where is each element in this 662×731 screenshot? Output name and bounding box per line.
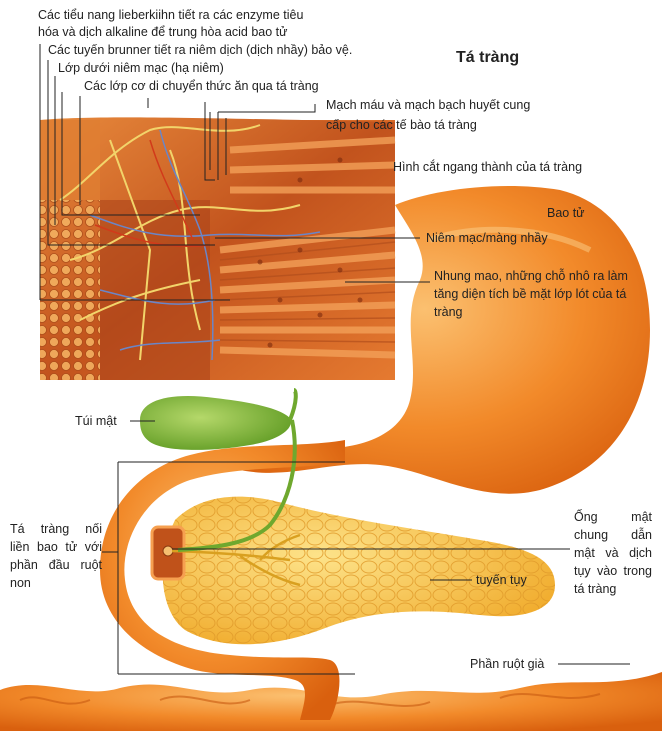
label-villi-line3: tràng bbox=[434, 305, 463, 319]
label-crypts-line1: Các tiểu nang lieberkiihn tiết ra các en… bbox=[38, 8, 304, 22]
duodenum-loop bbox=[100, 440, 345, 720]
label-duodenum-line1: Tá tràng nối bbox=[10, 522, 102, 536]
label-bile-duct-line3: mật và dịch bbox=[574, 546, 652, 560]
label-brunner-glands: Các tuyến brunner tiết ra niêm dịch (dịc… bbox=[48, 43, 353, 57]
gallbladder bbox=[140, 396, 291, 450]
label-submucosa: Lớp dưới niêm mạc (hạ niêm) bbox=[58, 61, 224, 75]
label-bile-duct-line4: tụy vào trong bbox=[574, 564, 652, 578]
label-gallbladder: Túi mật bbox=[75, 414, 117, 428]
label-vessels-line2: cấp cho các tế bào tá tràng bbox=[326, 118, 477, 132]
label-mucosa: Niêm mạc/màng nhầy bbox=[426, 231, 548, 245]
label-cross-section: Hình cắt ngang thành của tá tràng bbox=[393, 160, 583, 174]
label-villi-line1: Nhung mao, những chỗ nhô ra làm bbox=[434, 269, 628, 283]
page-title: Tá tràng bbox=[456, 49, 520, 66]
label-crypts-line2: hóa và dịch alkaline để trung hòa acid b… bbox=[38, 25, 288, 39]
label-stomach: Bao tử bbox=[547, 206, 585, 220]
label-pancreas: tuyến tụy bbox=[476, 573, 527, 587]
stomach bbox=[240, 185, 650, 494]
label-bile-duct-line5: tá tràng bbox=[574, 582, 617, 596]
label-villi-line2: tăng diện tích bề mặt lớp lót của tá bbox=[434, 287, 627, 301]
leader-lines bbox=[39, 44, 630, 675]
label-duodenum-line3: phần đầu ruột bbox=[10, 558, 102, 572]
label-muscle-layers: Các lớp cơ di chuyển thức ăn qua tá tràn… bbox=[84, 79, 319, 93]
label-duodenum-line2: liền bao tử với bbox=[10, 540, 102, 554]
label-bile-duct-line1: Ống mật bbox=[574, 510, 652, 524]
bile-duct bbox=[177, 388, 298, 552]
label-duodenum-line4: non bbox=[10, 576, 31, 590]
label-bile-duct-line2: chung dẫn bbox=[574, 528, 652, 542]
label-large-intestine: Phần ruột già bbox=[470, 657, 545, 671]
label-vessels-line1: Mạch máu và mạch bạch huyết cung bbox=[326, 98, 531, 112]
